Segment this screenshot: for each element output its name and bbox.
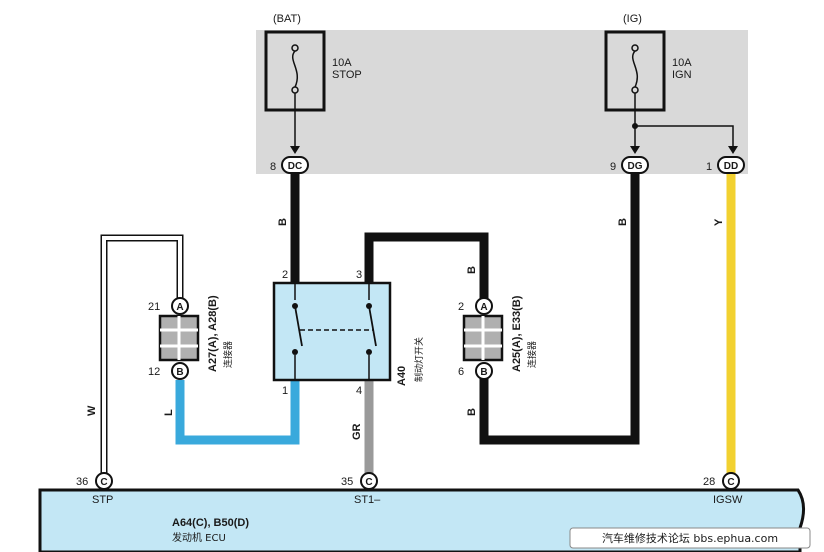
fuse-box-panel [256, 30, 748, 174]
switch-pin-4: 4 [356, 385, 362, 397]
ecu-pin-igsw-code: C [727, 477, 734, 488]
pin-dg-num: 9 [610, 161, 616, 173]
wire-label-l: L [163, 409, 175, 416]
wire-label-b2: B [466, 266, 478, 274]
pin-dc-code: DC [288, 161, 302, 172]
wire-label-w: W [86, 405, 98, 416]
pin-dc [281, 156, 309, 174]
connector-right [462, 297, 504, 380]
conn-left-pin-b-num: 12 [148, 366, 160, 378]
wire-label-gr: GR [351, 423, 363, 440]
conn-left-desc: 连接器 [222, 341, 234, 368]
ecu-pin-stp [95, 472, 113, 490]
switch-label: A40 [396, 366, 408, 386]
conn-right-pin-b: B [480, 367, 487, 378]
switch-pin-2: 2 [282, 269, 288, 281]
ecu-name: A64(C), B50(D) [172, 517, 249, 529]
ecu-pin-igsw-name: IGSW [713, 494, 743, 506]
ecu-pin-stp-num: 36 [76, 476, 88, 488]
conn-left-label: A27(A), A28(B) [207, 295, 219, 372]
conn-right-pin-a-num: 2 [458, 301, 464, 313]
watermark-text: 汽车维修技术论坛 bbs.ephua.com [602, 531, 778, 545]
pin-dd [717, 156, 745, 174]
bat-label: (BAT) [273, 13, 301, 25]
fuse-ign-name: IGN [672, 69, 692, 81]
wire-label-y: Y [713, 218, 725, 226]
ecu-pin-igsw [722, 472, 740, 490]
switch-desc: 制动灯开关 [413, 337, 425, 382]
switch-pin-1: 1 [282, 385, 288, 397]
pin-dg [621, 156, 649, 174]
ecu-pin-st1-code: C [365, 477, 372, 488]
ecu-desc: 发动机 ECU [172, 531, 226, 544]
ecu-pin-st1-name: ST1– [354, 494, 381, 506]
connector-left [158, 297, 200, 380]
conn-right-label: A25(A), E33(B) [511, 295, 523, 372]
ig-label: (IG) [623, 13, 642, 25]
conn-right-desc: 连接器 [526, 341, 538, 368]
fuse-stop [264, 30, 326, 154]
fuse-ign [604, 30, 738, 154]
pin-dg-code: DG [628, 161, 643, 172]
conn-right-pin-a: A [480, 302, 487, 313]
conn-right-pin-b-num: 6 [458, 366, 464, 378]
conn-left-pin-b: B [176, 367, 183, 378]
fuse-stop-rating: 10A [332, 57, 352, 69]
watermark-box [569, 527, 811, 549]
pin-dc-num: 8 [270, 161, 276, 173]
wire-black-connector-b [479, 174, 640, 445]
wire-label-b3: B [466, 408, 478, 416]
ecu-pin-stp-name: STP [92, 494, 113, 506]
conn-left-pin-a: A [176, 302, 183, 313]
ecu-pin-st1-num: 35 [341, 476, 353, 488]
pin-dd-code: DD [724, 161, 738, 172]
fuse-stop-name: STOP [332, 69, 362, 81]
switch-pin-3: 3 [356, 269, 362, 281]
ecu-pin-igsw-num: 28 [703, 476, 715, 488]
wire-label-b4: B [617, 218, 629, 226]
pin-dd-num: 1 [706, 161, 712, 173]
conn-left-pin-a-num: 21 [148, 301, 160, 313]
wire-black-switch-3 [364, 232, 489, 300]
wire-label-b1: B [277, 218, 289, 226]
ecu-pin-stp-code: C [100, 477, 107, 488]
fuse-ign-rating: 10A [672, 57, 692, 69]
stop-light-switch [272, 281, 392, 382]
ecu-pin-st1 [360, 472, 378, 490]
wire-white-w [100, 234, 184, 474]
wire-blue-l [175, 380, 300, 445]
